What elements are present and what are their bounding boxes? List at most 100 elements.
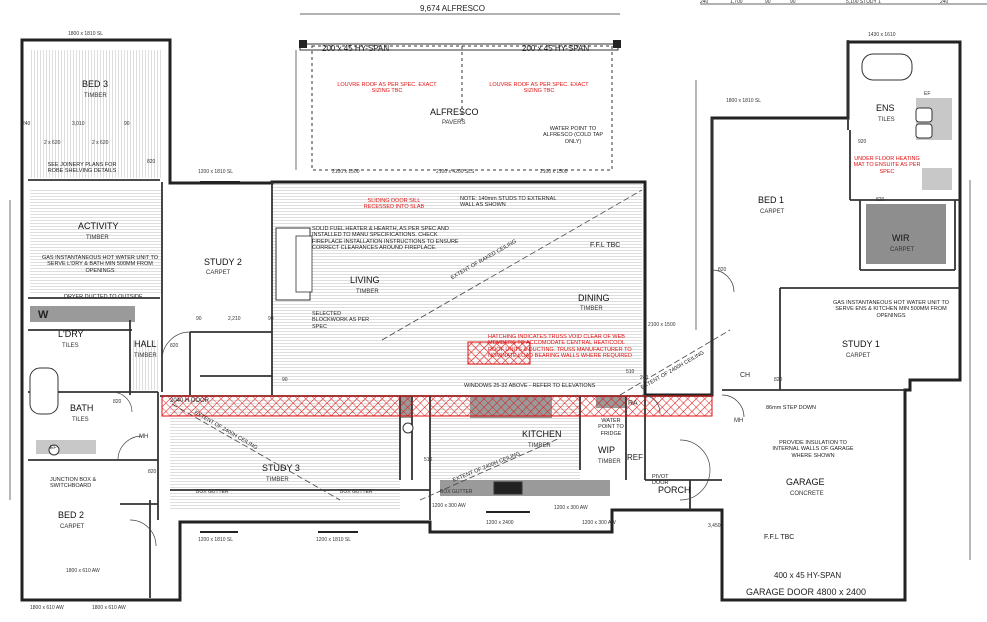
dim-kit-240: 240	[640, 375, 649, 381]
room-garage-floor: CONCRETE	[790, 491, 824, 497]
hyspan-beam-right: 200 x 45 HY-SPAN	[522, 44, 590, 53]
window-label: 1800 x 1810 SL	[726, 98, 762, 104]
windows-above-note: WINDOWS 25-32 ABOVE - REFER TO ELEVATION…	[464, 383, 596, 389]
room-ldry-floor: TILES	[62, 343, 79, 349]
window-label: 1800 x 610 AW	[30, 605, 64, 611]
dim-wir-820: 820	[876, 197, 885, 203]
study1-width-dimension: 5,100 STUDY 1	[846, 0, 881, 5]
room-wip-name: WIP	[598, 445, 615, 455]
dim-kit-510: 510	[424, 457, 433, 463]
garage-door-label: GARAGE DOOR 4800 x 2400	[746, 587, 867, 597]
room-hall-floor: TIMBER	[134, 353, 157, 359]
room-hall-name: HALL	[134, 339, 157, 349]
water-point-alfresco-note: WATER POINT TO ALFRESCO (COLD TAP ONLY)	[542, 126, 603, 145]
dim-top-240-b: 240	[940, 0, 949, 5]
room-kitchen-name: KITCHEN	[522, 429, 562, 439]
dim-bed3-240: 240	[22, 121, 31, 127]
dim-d90: 90	[282, 377, 288, 383]
ffl-garage: F.F.L TBC	[764, 534, 795, 541]
gas-hot-water-note-study1: GAS INSTANTANEOUS HOT WATER UNIT TO SERV…	[832, 300, 950, 319]
water-fridge-note: WATER POINT TO FRIDGE	[598, 418, 624, 437]
door-swings	[111, 269, 745, 547]
underfloor-heating-note: UNDER FLOOR HEATING MAT TO ENSUITE AS PE…	[853, 156, 921, 175]
insulation-note: PROVIDE INSULATION TO INTERNAL WALLS OF …	[772, 440, 854, 459]
room-ens-name: ENS	[876, 103, 895, 113]
dryer-note: DRYER DUCTED TO OUTSIDE	[64, 294, 143, 300]
room-porch-name: PORCH	[658, 485, 691, 495]
joinery-note: SEE JOINERY PLANS FOR ROBE SHELVING DETA…	[47, 162, 117, 175]
exterior-walls	[20, 38, 962, 602]
window-markers	[21, 39, 961, 601]
room-study1-name: STUDY 1	[842, 339, 880, 349]
room-study3-floor: TIMBER	[266, 477, 289, 483]
dim-top-90-a: 90	[765, 0, 771, 5]
room-living-floor: TIMBER	[356, 289, 379, 295]
louvre-roof-note-right: LOUVRE ROOF AS PER SPEC. EXACT SIZING TB…	[489, 82, 589, 95]
sliding-sill-note: SLIDING DOOR SILL RECESSED INTO SLAB	[363, 198, 425, 211]
window-label: 1200 x 1810 SL	[316, 537, 352, 543]
bathroom-fixtures	[29, 53, 933, 495]
ef-label: EF	[924, 91, 931, 97]
dim-porch-510: 510	[626, 369, 635, 375]
room-bed2-name: BED 2	[58, 510, 85, 520]
garage-beam-label: 400 x 45 HY-SPAN	[774, 571, 842, 580]
blockwork-note: SELECTED BLOCKWORK AS PER SPEC	[312, 311, 370, 330]
window-label: 1200 x 1810 SL	[198, 537, 234, 543]
truss-hatching	[161, 341, 713, 417]
ref-label: REF	[627, 453, 643, 462]
gas-hot-water-note-activity: GAS INSTANTANEOUS HOT WATER UNIT TO SERV…	[41, 255, 159, 274]
room-kitchen-floor: TIMBER	[528, 443, 551, 449]
room-bed1-floor: CARPET	[760, 209, 785, 215]
dim-bed1-820: 820	[718, 267, 727, 273]
window-label: 2100 x 1500	[648, 322, 676, 328]
window-label: 2100 x 1500	[540, 169, 568, 175]
hearth-block	[275, 227, 313, 301]
dim-top-90-b: 90	[790, 0, 796, 5]
ra-label: RA	[628, 400, 638, 407]
louvre-roof-note-left: LOUVRE ROOF AS PER SPEC. EXACT SIZING TB…	[337, 82, 437, 95]
dim-study1-820: 820	[774, 377, 783, 383]
room-bed3-name: BED 3	[82, 79, 109, 89]
room-living-name: LIVING	[350, 275, 380, 285]
window-label: 1200 x 300 AW	[582, 520, 616, 526]
room-wip-floor: TIMBER	[598, 459, 621, 465]
window-label: 1800 x 1810 SL	[68, 31, 104, 37]
pivot-door-note: PIVOT DOOR	[652, 474, 669, 487]
window-label: 1200 x 300 AW	[432, 503, 466, 509]
room-bed3-floor: TIMBER	[84, 93, 107, 99]
room-bath-floor: TILES	[72, 417, 89, 423]
room-study2-floor: CARPET	[206, 270, 231, 276]
fireplace-note: SOLID FUEL HEATER & HEARTH, AS PER SPEC …	[312, 226, 459, 251]
room-wir-floor: CARPET	[890, 247, 915, 253]
ceiling-extents	[171, 189, 731, 501]
dim-study2-90b: 90	[268, 316, 274, 322]
window-label: 1800 x 610 AW	[66, 568, 100, 574]
dim-bed3-90: 90	[124, 121, 130, 127]
window-label: 1200 x 1810 SL	[198, 169, 234, 175]
room-dining-name: DINING	[578, 293, 610, 303]
washer-label: W	[38, 309, 49, 321]
junction-box-note: JUNCTION BOX & SWITCHBOARD	[50, 477, 97, 490]
window-label: 1430 x 1610	[868, 32, 896, 38]
room-garage-name: GARAGE	[786, 477, 825, 487]
dim-garage-3450: 3,450	[708, 523, 721, 529]
window-label: 2100 x 4200 SLS	[436, 169, 475, 175]
room-ens-floor: TILES	[878, 117, 895, 123]
dimension-lines	[9, 3, 987, 560]
studs-note: NOTE: 140mm STUDS TO EXTERNAL WALL AS SH…	[460, 196, 557, 209]
room-activity-name: ACTIVITY	[78, 221, 119, 231]
robe-dimension: 2 x 620	[44, 140, 61, 146]
room-bed2-floor: CARPET	[60, 524, 85, 530]
room-dining-floor: TIMBER	[580, 306, 603, 312]
dim-top-1700: 1,700	[730, 0, 743, 5]
dim-ens-920: 920	[858, 139, 867, 145]
room-study3-name: STUDY 3	[262, 463, 300, 473]
alfresco-dimension: 9,674 ALFRESCO	[420, 4, 485, 13]
hyspan-beam-left: 200 x 45 HY-SPAN	[322, 44, 390, 53]
room-bed1-name: BED 1	[758, 195, 785, 205]
window-label: 1200 x 300 AW	[554, 505, 588, 511]
dim-bed2-820: 820	[148, 469, 157, 475]
dim-hall-820: 820	[170, 343, 179, 349]
box-gutter-label: BOX GUTTER	[196, 489, 229, 495]
